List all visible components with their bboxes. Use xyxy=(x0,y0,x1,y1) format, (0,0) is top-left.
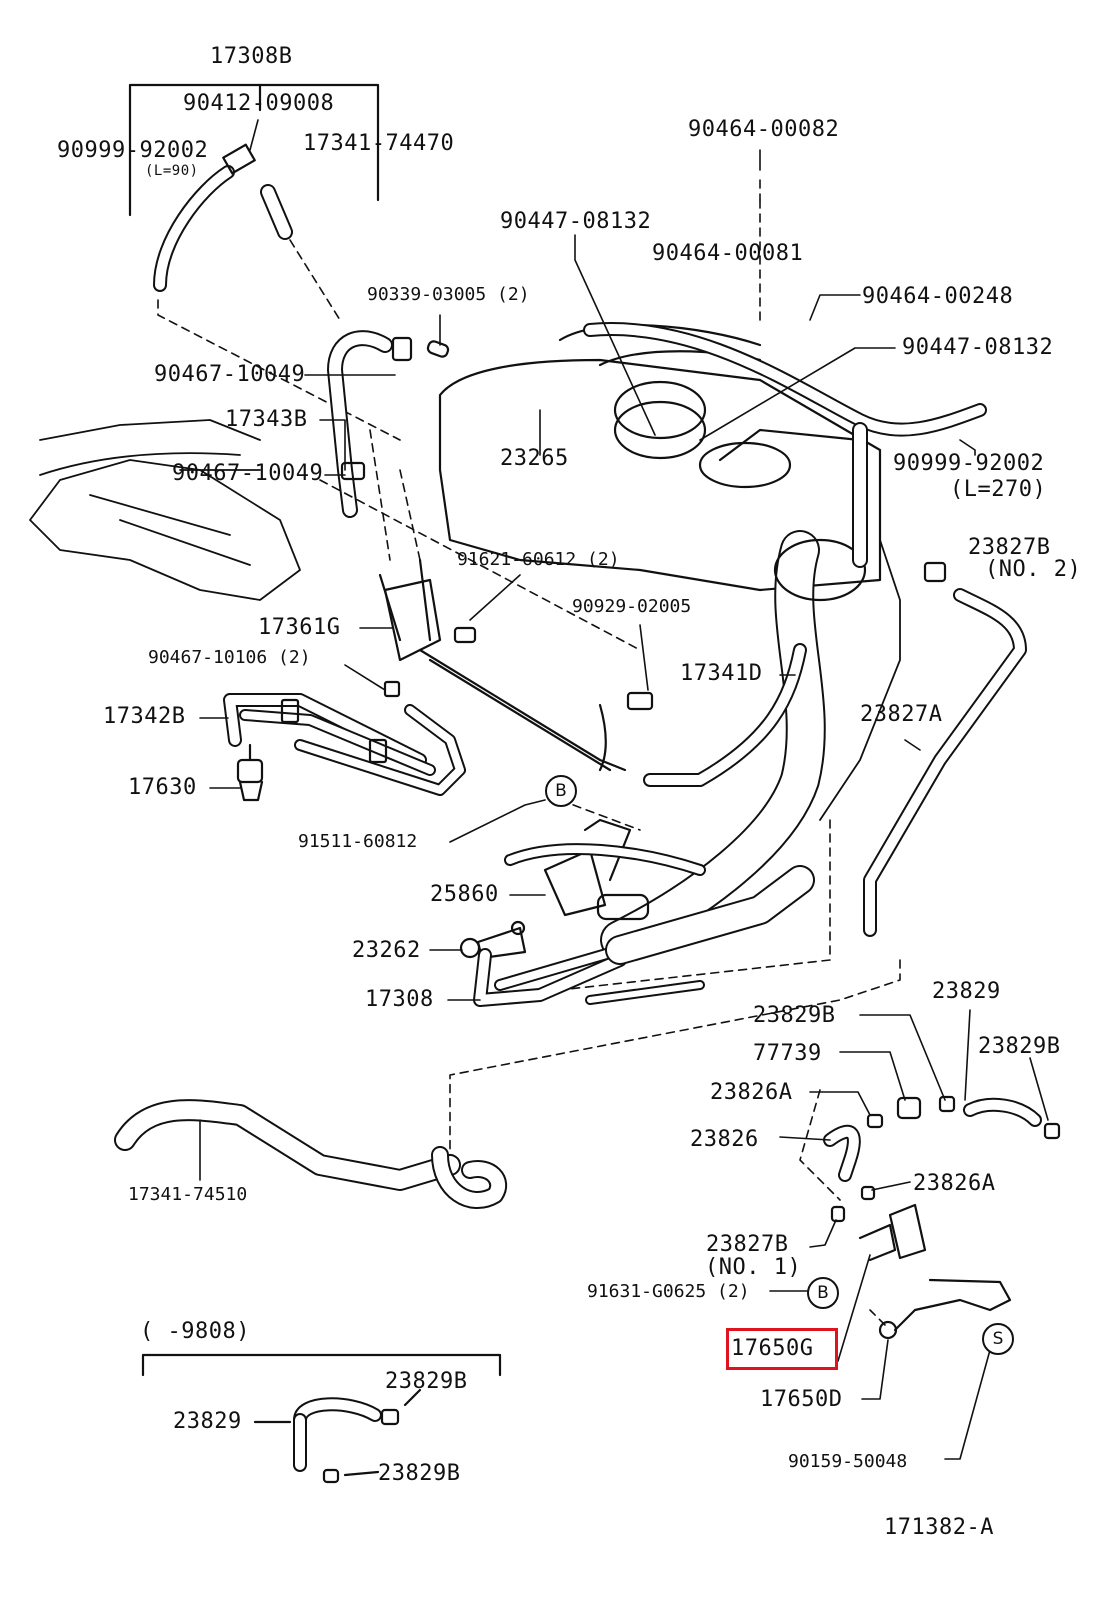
label-17361g: 17361G xyxy=(258,615,341,640)
label-17650g[interactable]: 17650G xyxy=(731,1336,814,1361)
label-17630: 17630 xyxy=(128,775,197,800)
bracket-17308b xyxy=(128,83,380,217)
label-no2: (NO. 2) xyxy=(985,557,1082,582)
label-90929-02005: 90929-02005 xyxy=(572,596,692,617)
bracket-17361g xyxy=(378,558,627,772)
label-17308: 17308 xyxy=(365,987,434,1012)
label-90464-00248: 90464-00248 xyxy=(862,284,1014,309)
label-90159-50048: 90159-50048 xyxy=(788,1451,908,1472)
label-90412-09008: 90412-09008 xyxy=(183,91,335,116)
label-90999-92002-top: 90999-92002 xyxy=(57,138,209,163)
label-17341-74470: 17341-74470 xyxy=(303,131,455,156)
label-l90: (L=90) xyxy=(145,163,199,179)
valve-17630 xyxy=(236,743,264,802)
hose-17341-74470 xyxy=(260,184,293,240)
label-diagram-id: 171382-A xyxy=(884,1515,994,1540)
hose-90999-92002-l270 xyxy=(583,322,987,437)
label-23829b-b: 23829B xyxy=(978,1034,1061,1059)
label-77739: 77739 xyxy=(753,1041,822,1066)
label-17308b: 17308B xyxy=(210,44,293,69)
label-91621-60612: 91621-60612 (2) xyxy=(457,549,620,570)
label-23829b-c: 23829B xyxy=(385,1369,468,1394)
label-17342b: 17342B xyxy=(103,704,186,729)
label-no1: (NO. 1) xyxy=(705,1255,802,1280)
dashed-leaders-mid xyxy=(319,429,901,1326)
valve-23262 xyxy=(459,920,527,960)
label-23827b-no1: 23827B xyxy=(706,1232,789,1257)
callout-b-lower: B xyxy=(807,1277,839,1309)
label-90999-92002-right: 90999-92002 xyxy=(893,451,1045,476)
label-23262: 23262 xyxy=(352,938,421,963)
hose-23827a xyxy=(863,561,1027,937)
label-23826a-b: 23826A xyxy=(913,1171,996,1196)
highlight-box-17650g xyxy=(726,1328,838,1370)
label-23829: 23829 xyxy=(932,979,1001,1004)
label-l270: (L=270) xyxy=(950,477,1047,502)
label-17343b: 17343B xyxy=(225,407,308,432)
label-23829b-a: 23829B xyxy=(753,1003,836,1028)
hose-17341-74510 xyxy=(114,1099,508,1209)
pipe-assembly-17342b xyxy=(223,680,466,796)
label-23826a-a: 23826A xyxy=(710,1080,793,1105)
label-90467-10049-a: 90467-10049 xyxy=(154,362,306,387)
label-90467-10049-b: 90467-10049 xyxy=(172,461,324,486)
label-23829-inset: 23829 xyxy=(173,1409,242,1434)
label-23265: 23265 xyxy=(500,446,569,471)
label-90447-08132-b: 90447-08132 xyxy=(902,335,1054,360)
clip-90929-02005 xyxy=(598,691,654,772)
main-hose-bundle xyxy=(600,422,901,960)
label-23829b-d: 23829B xyxy=(378,1461,461,1486)
hose-17308 xyxy=(473,865,815,1007)
hose-17343b xyxy=(327,330,450,518)
hose-90999-92002-l90 xyxy=(153,143,256,292)
label-90464-00081: 90464-00081 xyxy=(652,241,804,266)
label-17650d: 17650D xyxy=(760,1387,843,1412)
inset-9808 xyxy=(141,1353,502,1484)
label-25860: 25860 xyxy=(430,882,499,907)
label-90464-00082: 90464-00082 xyxy=(688,117,840,142)
engine-head-outline xyxy=(29,419,301,601)
vsv-25860 xyxy=(504,818,706,921)
callout-b-upper: B xyxy=(545,775,577,807)
label-23827b-no2: 23827B xyxy=(968,535,1051,560)
leader-lines xyxy=(199,119,1049,1460)
valve-cluster-77739 xyxy=(823,1095,1061,1223)
label-91631-g0625: 91631-G0625 (2) xyxy=(587,1281,750,1302)
label-17341-74510: 17341-74510 xyxy=(128,1184,248,1205)
label-23826: 23826 xyxy=(690,1127,759,1152)
dashed-leaders-top xyxy=(157,179,761,441)
label-9808: ( -9808) xyxy=(140,1319,250,1344)
label-23827a: 23827A xyxy=(860,702,943,727)
label-91511-60812: 91511-60812 xyxy=(298,831,418,852)
vsv-17650g xyxy=(858,1203,1012,1340)
label-90339-03005: 90339-03005 (2) xyxy=(367,284,530,305)
callout-s: S xyxy=(982,1323,1014,1355)
label-17341d: 17341D xyxy=(680,661,763,686)
label-90467-10106: 90467-10106 (2) xyxy=(148,647,311,668)
label-90447-08132-a: 90447-08132 xyxy=(500,209,652,234)
